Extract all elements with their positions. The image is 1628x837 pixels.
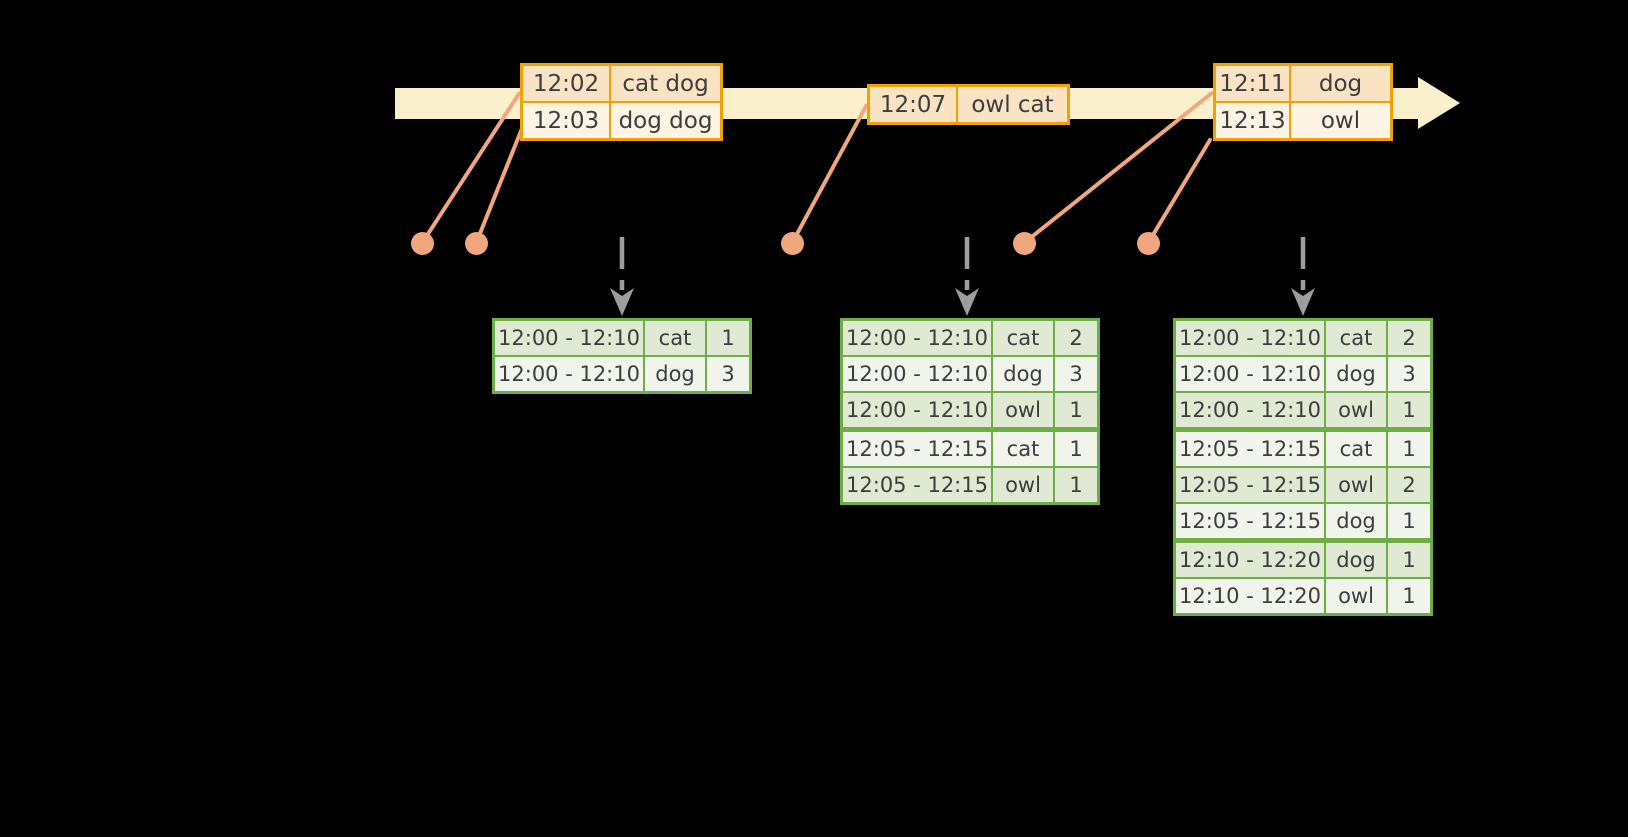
result-window-cell: 12:00 - 12:10	[843, 393, 993, 427]
result-count-cell: 1	[1055, 468, 1097, 502]
result-count-cell: 1	[1055, 432, 1097, 466]
result-word-cell: dog	[1326, 504, 1388, 538]
result-count-cell: 1	[1388, 504, 1430, 538]
timeline-arrowhead-icon	[1418, 77, 1460, 129]
result-count-cell: 2	[1388, 468, 1430, 502]
result-window-cell: 12:00 - 12:10	[1176, 321, 1326, 355]
event-words-cell: dog dog	[611, 103, 720, 138]
result-window-cell: 12:05 - 12:15	[1176, 468, 1326, 502]
result-window-cell: 12:00 - 12:10	[495, 357, 645, 391]
result-count-cell: 1	[1055, 393, 1097, 427]
result-word-cell: dog	[1326, 357, 1388, 391]
trigger-arrow-icon	[952, 234, 982, 320]
event-words-cell: owl	[1291, 103, 1390, 138]
result-word-cell: cat	[993, 321, 1055, 355]
result-window-cell: 12:05 - 12:15	[1176, 432, 1326, 466]
result-word-cell: cat	[993, 432, 1055, 466]
event-marker-dot-icon	[780, 231, 804, 255]
result-word-cell: dog	[993, 357, 1055, 391]
result-count-cell: 2	[1388, 321, 1430, 355]
result-word-cell: dog	[1326, 543, 1388, 577]
event-marker-dot-icon	[1012, 231, 1036, 255]
event-time-cell: 12:02	[523, 66, 611, 101]
result-window-cell: 12:05 - 12:15	[843, 468, 993, 502]
result-window-cell: 12:05 - 12:15	[843, 432, 993, 466]
connector-line	[1146, 137, 1213, 244]
result-window-cell: 12:00 - 12:10	[1176, 393, 1326, 427]
trigger-arrow-icon	[607, 234, 637, 320]
result-word-cell: cat	[1326, 321, 1388, 355]
event-marker-dot-icon	[410, 231, 434, 255]
result-count-cell: 1	[707, 321, 749, 355]
result-window-cell: 12:00 - 12:10	[1176, 357, 1326, 391]
event-time-cell: 12:03	[523, 103, 611, 138]
result-count-cell: 1	[1388, 432, 1430, 466]
result-word-cell: owl	[993, 468, 1055, 502]
result-word-cell: owl	[1326, 468, 1388, 502]
result-count-cell: 3	[707, 357, 749, 391]
result-word-cell: owl	[1326, 393, 1388, 427]
result-count-cell: 1	[1388, 579, 1430, 613]
result-count-cell: 1	[1388, 393, 1430, 427]
result-word-cell: cat	[1326, 432, 1388, 466]
result-word-cell: cat	[645, 321, 707, 355]
result-count-cell: 3	[1388, 357, 1430, 391]
event-words-cell: owl cat	[958, 87, 1067, 122]
event-words-cell: cat dog	[611, 66, 720, 101]
trigger-arrow-icon	[1288, 234, 1318, 320]
result-count-cell: 2	[1055, 321, 1097, 355]
result-window-cell: 12:10 - 12:20	[1176, 579, 1326, 613]
event-marker-dot-icon	[464, 231, 488, 255]
connector-line	[474, 127, 524, 244]
result-window-cell: 12:00 - 12:10	[495, 321, 645, 355]
event-time-cell: 12:07	[870, 87, 958, 122]
result-window-cell: 12:00 - 12:10	[843, 357, 993, 391]
result-word-cell: owl	[1326, 579, 1388, 613]
result-count-cell: 1	[1388, 543, 1430, 577]
event-words-cell: dog	[1291, 66, 1390, 101]
result-window-cell: 12:10 - 12:20	[1176, 543, 1326, 577]
result-window-cell: 12:05 - 12:15	[1176, 504, 1326, 538]
event-time-cell: 12:13	[1216, 103, 1291, 138]
event-time-cell: 12:11	[1216, 66, 1291, 101]
result-word-cell: dog	[645, 357, 707, 391]
result-count-cell: 3	[1055, 357, 1097, 391]
event-marker-dot-icon	[1136, 231, 1160, 255]
result-window-cell: 12:00 - 12:10	[843, 321, 993, 355]
result-word-cell: owl	[993, 393, 1055, 427]
connector-line	[790, 103, 869, 244]
